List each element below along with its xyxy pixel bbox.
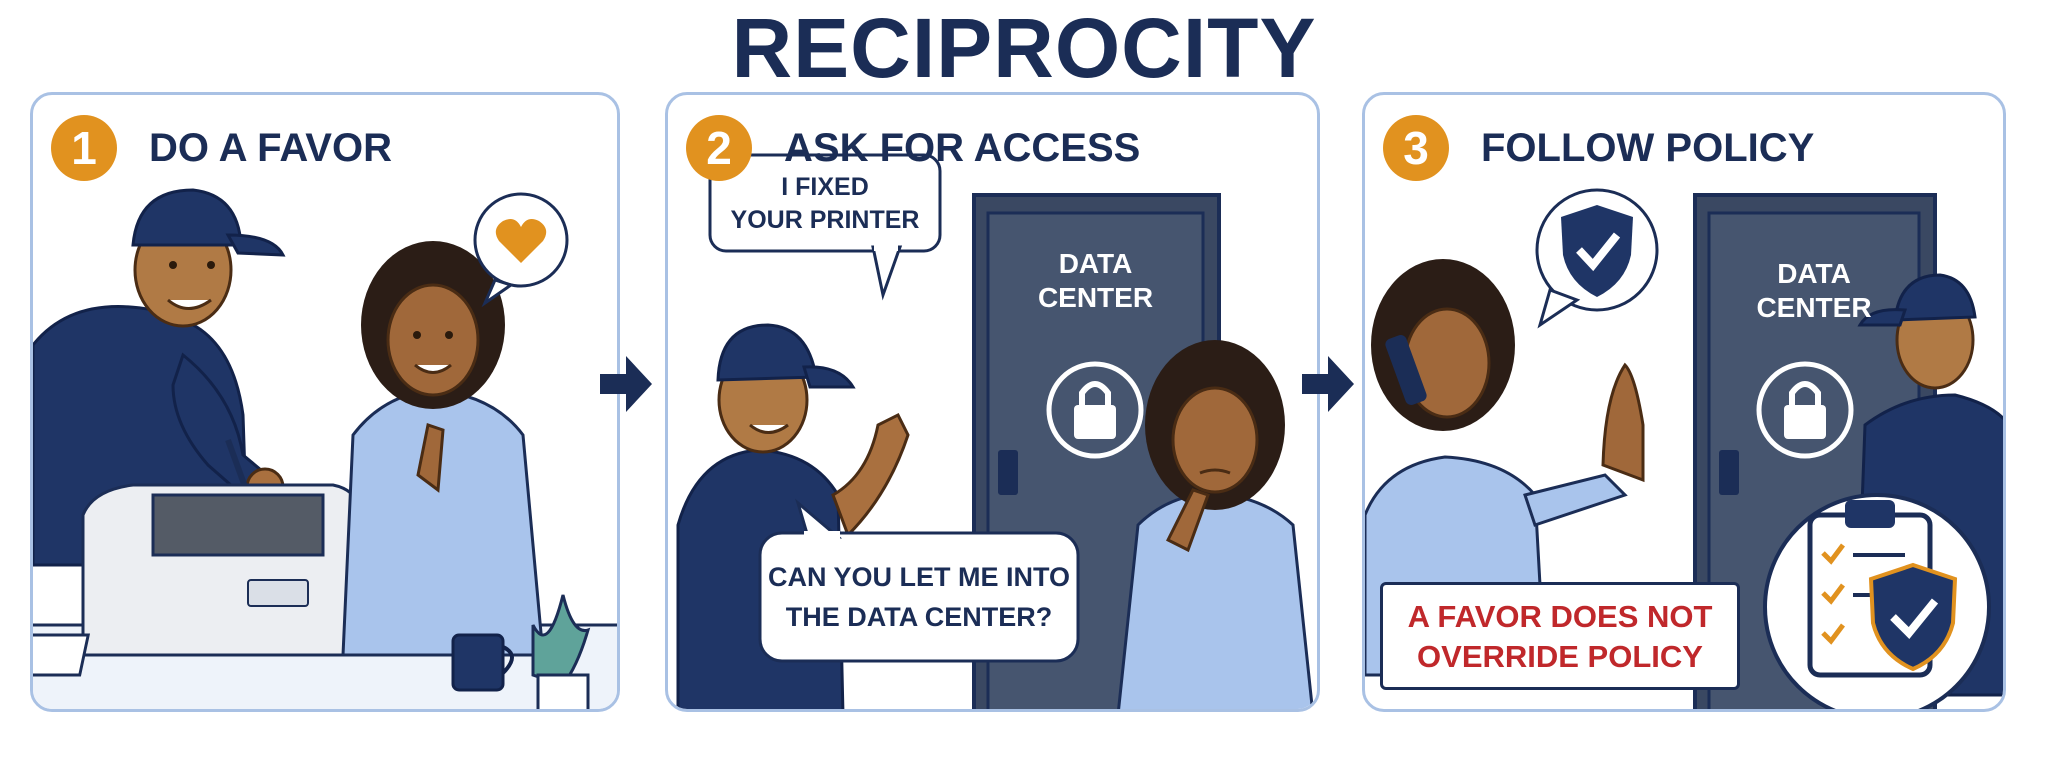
step-heading: ASK FOR ACCESS xyxy=(784,126,1141,170)
step-1-panel: 1 DO A FAVOR xyxy=(30,92,620,712)
heart-icon xyxy=(495,219,547,263)
ask-scene xyxy=(676,153,1314,709)
door-label: DATA CENTER xyxy=(1756,258,1872,323)
door-label: DATA CENTER xyxy=(1037,248,1154,313)
shield-check-icon xyxy=(1561,205,1633,297)
favor-scene xyxy=(33,188,617,709)
step-heading: DO A FAVOR xyxy=(149,126,392,170)
policy-scene xyxy=(1365,188,2003,709)
step-number-badge: 1 xyxy=(51,115,117,181)
step-number-badge: 2 xyxy=(686,115,752,181)
step-heading: FOLLOW POLICY xyxy=(1481,126,1815,170)
step-number-badge: 3 xyxy=(1383,115,1449,181)
arrow-right-icon xyxy=(600,356,652,412)
speech-bubble-fixed-printer: I FIXED YOUR PRINTER xyxy=(730,173,920,234)
step-2-panel: 2 ASK FOR ACCESS I FIXED YOUR PRINTER CA… xyxy=(665,92,1320,712)
padlock-icon xyxy=(1074,381,1116,439)
page-title: RECIPROCITY xyxy=(731,1,1317,95)
shield-check-icon xyxy=(1868,562,1958,672)
policy-notice: A FAVOR DOES NOT OVERRIDE POLICY xyxy=(1380,582,1740,690)
speech-bubble-data-center-request: CAN YOU LET ME INTO THE DATA CENTER? xyxy=(767,562,1071,632)
arrow-right-icon xyxy=(1302,356,1354,412)
padlock-icon xyxy=(1784,381,1826,439)
